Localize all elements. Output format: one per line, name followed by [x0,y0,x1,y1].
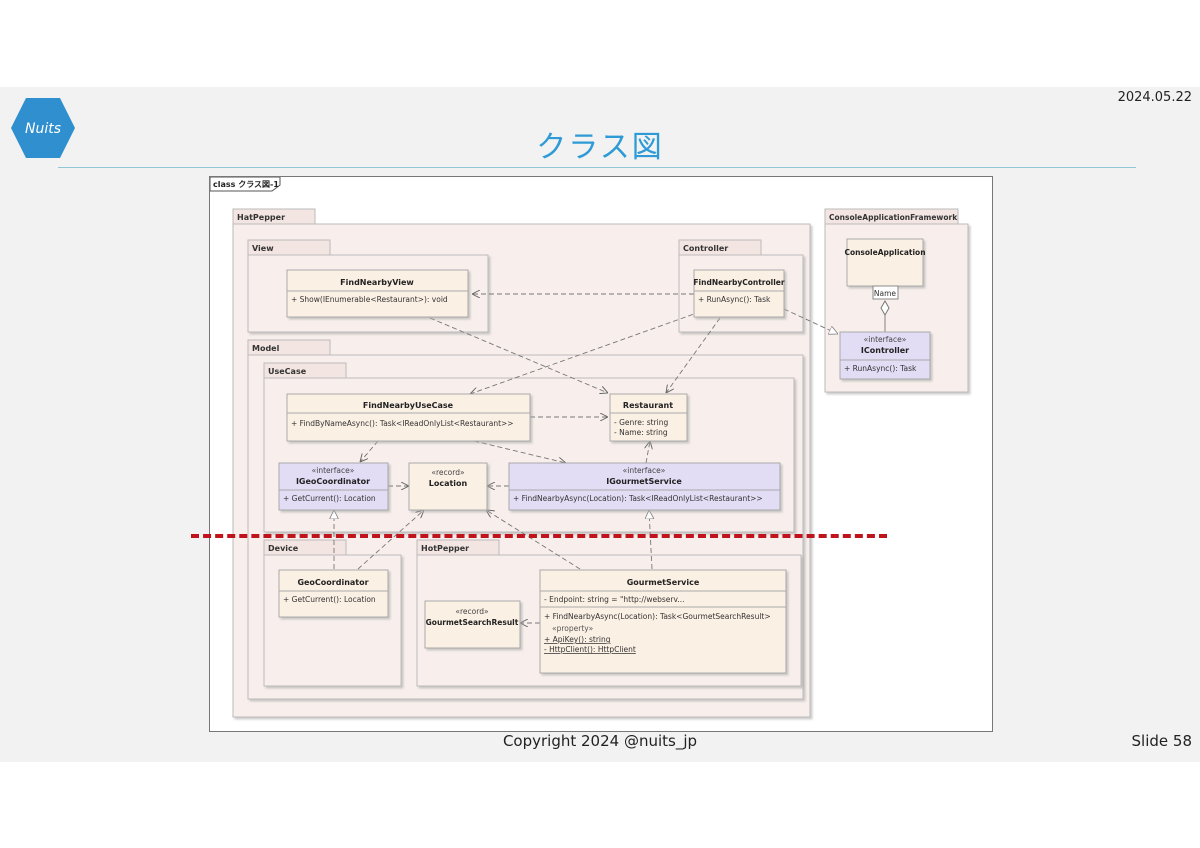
package-model-label: Model [252,344,280,353]
package-usecase-label: UseCase [268,367,307,376]
package-device-label: Device [268,544,299,553]
stereotype: «record» [455,607,489,616]
class-attribute: - Genre: string [614,418,668,427]
package-view-label: View [252,244,274,253]
class-find-nearby-usecase: FindNearbyUseCase + FindByNameAsync(): T… [286,393,531,442]
class-operation: + RunAsync(): Task [844,364,917,373]
class-console-application: ConsoleApplication Name [844,238,926,300]
realize-controller-icontroller [783,308,838,334]
diagram-canvas: class クラス図-1 HatPepper View Controller M… [209,176,969,718]
class-name: ConsoleApplication [844,248,925,257]
class-operation: + GetCurrent(): Location [283,595,376,604]
class-name: Restaurant [623,401,673,410]
record-location: «record» Location [408,462,488,511]
slide-number: Slide 58 [1131,732,1192,750]
class-name: FindNearbyView [340,278,414,287]
class-find-nearby-controller: FindNearbyController + RunAsync(): Task [693,269,785,318]
nuits-logo: Nuits [11,98,75,158]
class-name: IController [861,346,909,355]
package-hatpepper-label: HatPepper [237,213,285,222]
package-controller-label: Controller [683,244,728,253]
class-operation: + FindNearbyAsync(Location): Task<IReadO… [513,494,763,503]
dep-gourmet-location [486,510,581,570]
property-stereotype: «property» [552,624,594,633]
interface-icontroller: «interface» IController + RunAsync(): Ta… [839,331,931,380]
class-name: GourmetService [627,578,700,587]
copyright-footer: Copyright 2024 @nuits_jp [502,732,698,750]
class-operation: + GetCurrent(): Location [283,494,376,503]
dep-view-restaurant [429,317,608,393]
stereotype: «interface» [312,466,355,475]
slide-title: クラス図 [536,130,664,165]
stereotype: «interface» [864,335,907,344]
title-underline [58,167,1136,168]
class-property: + ApiKey(): string [544,635,611,644]
class-diagram: class クラス図-1 HatPepper View Controller M… [209,176,993,732]
class-gourmetservice: GourmetService - Endpoint: string = "htt… [539,569,787,674]
logo-text: Nuits [25,121,61,137]
frame-label: class クラス図-1 [213,179,279,189]
dep-geo-location [357,510,424,570]
class-attribute: - Name: string [614,428,668,437]
dep-igourmet-restaurant [646,441,650,464]
class-operation: + Show(IEnumerable<Restaurant>): void [291,295,448,304]
record-gourmet-search-result: «record» GourmetSearchResult [424,600,521,649]
aggregation-diamond [880,299,890,317]
frame-label-tab: class クラス図-1 [209,176,281,192]
class-operation: + FindByNameAsync(): Task<IReadOnlyList<… [291,419,514,428]
class-name: GeoCoordinator [297,578,368,587]
slide-date: 2024.05.22 [1117,90,1192,105]
qualifier-label: Name [874,289,897,298]
red-dashed-divider [191,534,887,538]
class-property: - HttpClient(): HttpClient [544,645,636,654]
package-console-framework-label: ConsoleApplicationFramework [829,213,958,222]
class-restaurant: Restaurant - Genre: string - Name: strin… [609,393,688,442]
class-operation: + RunAsync(): Task [698,295,771,304]
class-operation: + FindNearbyAsync(Location): Task<Gourme… [544,612,771,621]
class-name: GourmetSearchResult [426,618,519,627]
class-name: Location [429,479,468,488]
class-name: IGourmetService [606,477,682,486]
realize-gourmet-igourmet [649,510,652,570]
relationships [334,294,838,623]
interface-igeocoordinator: «interface» IGeoCoordinator + GetCurrent… [278,462,389,511]
class-attribute: - Endpoint: string = "http://webserv... [544,595,685,604]
class-name: IGeoCoordinator [296,477,370,486]
package-hotpepper-label: HotPepper [421,544,469,553]
class-geocoordinator: GeoCoordinator + GetCurrent(): Location [278,569,389,618]
class-find-nearby-view: FindNearbyView + Show(IEnumerable<Restau… [286,269,469,318]
dep-controller-usecase [470,308,709,394]
interface-igourmetservice: «interface» IGourmetService + FindNearby… [508,462,781,511]
class-name: FindNearbyController [693,278,784,287]
stereotype: «record» [431,468,465,477]
stereotype: «interface» [623,466,666,475]
class-name: FindNearbyUseCase [363,401,454,410]
dep-usecase-igeo [360,440,379,462]
